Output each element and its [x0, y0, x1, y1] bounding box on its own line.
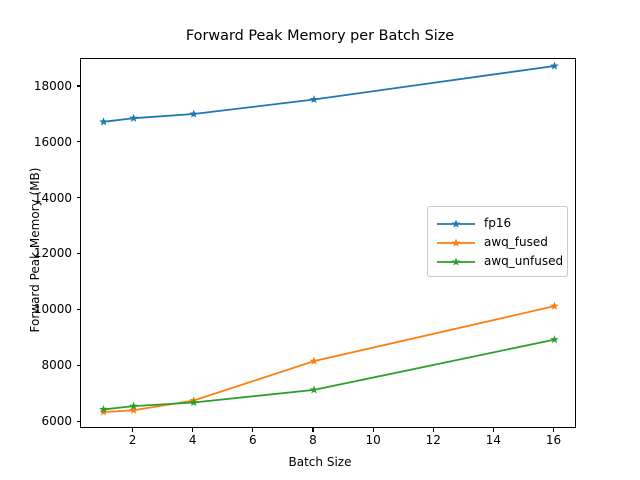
y-tick-mark [76, 252, 80, 255]
series-line [103, 305, 555, 413]
plot-series-svg [99, 61, 559, 416]
y-tick-mark [76, 85, 80, 87]
y-tick-label: 16000 [33, 134, 72, 149]
legend-swatch-icon [436, 254, 476, 268]
x-tick-label: 8 [309, 433, 317, 447]
legend-label: awq_unfused [484, 253, 564, 268]
data-point-marker [550, 301, 559, 310]
x-tick-mark [492, 428, 494, 432]
chart-legend: fp16 awq_fused awq_unfused [427, 206, 568, 277]
data-point-marker [99, 407, 108, 416]
legend-swatch-icon [436, 216, 476, 230]
y-tick-mark [76, 197, 80, 199]
data-point-marker [550, 61, 559, 70]
y-tick-label: 12000 [33, 246, 72, 261]
y-tick-label: 6000 [41, 414, 72, 429]
x-tick-label: 6 [249, 433, 257, 447]
x-tick-label: 12 [425, 433, 441, 447]
y-tick-mark [76, 308, 80, 310]
x-axis-label: Batch Size [288, 455, 352, 469]
legend-label: fp16 [484, 215, 512, 230]
y-tick-label: 8000 [41, 358, 72, 373]
series-awq_fused [99, 301, 559, 416]
data-point-marker [129, 113, 138, 122]
series-line [103, 65, 555, 123]
series-fp16 [99, 61, 559, 126]
legend-item-fp16: fp16 [436, 213, 559, 232]
y-axis-label: Forward Peak Memory (MB) [28, 167, 42, 333]
x-tick-mark [372, 428, 374, 432]
x-tick-label: 14 [485, 433, 501, 447]
y-tick-label: 18000 [33, 78, 72, 93]
series-awq_unfused [99, 335, 559, 414]
x-tick-mark [132, 428, 134, 432]
chart-title: Forward Peak Memory per Batch Size [185, 28, 455, 44]
legend-item-awq_unfused: awq_unfused [436, 251, 563, 270]
y-tick-mark [76, 141, 80, 143]
data-point-marker [189, 109, 199, 118]
legend-item-awq_fused: awq_fused [436, 232, 559, 251]
data-point-marker [309, 385, 319, 394]
data-point-marker [309, 356, 319, 365]
data-point-marker [129, 401, 138, 410]
x-tick-label: 2 [128, 433, 137, 447]
x-tick-mark [192, 428, 194, 432]
y-tick-label: 10000 [33, 302, 72, 317]
data-point-marker [99, 117, 108, 126]
y-tick-mark [76, 420, 80, 422]
data-point-marker [129, 405, 138, 414]
x-tick-label: 10 [365, 433, 381, 447]
data-point-marker [550, 335, 559, 344]
y-tick-label: 14000 [33, 190, 72, 205]
series-line [103, 338, 555, 411]
x-tick-mark [552, 428, 555, 432]
x-tick-label: 4 [188, 433, 197, 447]
x-tick-mark [312, 428, 314, 432]
data-point-marker [99, 404, 108, 414]
x-tick-mark [252, 428, 254, 432]
x-tick-label: 16 [545, 433, 562, 447]
data-point-marker [189, 397, 199, 407]
legend-swatch-icon [436, 235, 476, 249]
data-point-marker [309, 94, 319, 104]
y-tick-mark [76, 364, 80, 366]
legend-label: awq_fused [484, 234, 548, 249]
x-tick-mark [432, 428, 434, 432]
